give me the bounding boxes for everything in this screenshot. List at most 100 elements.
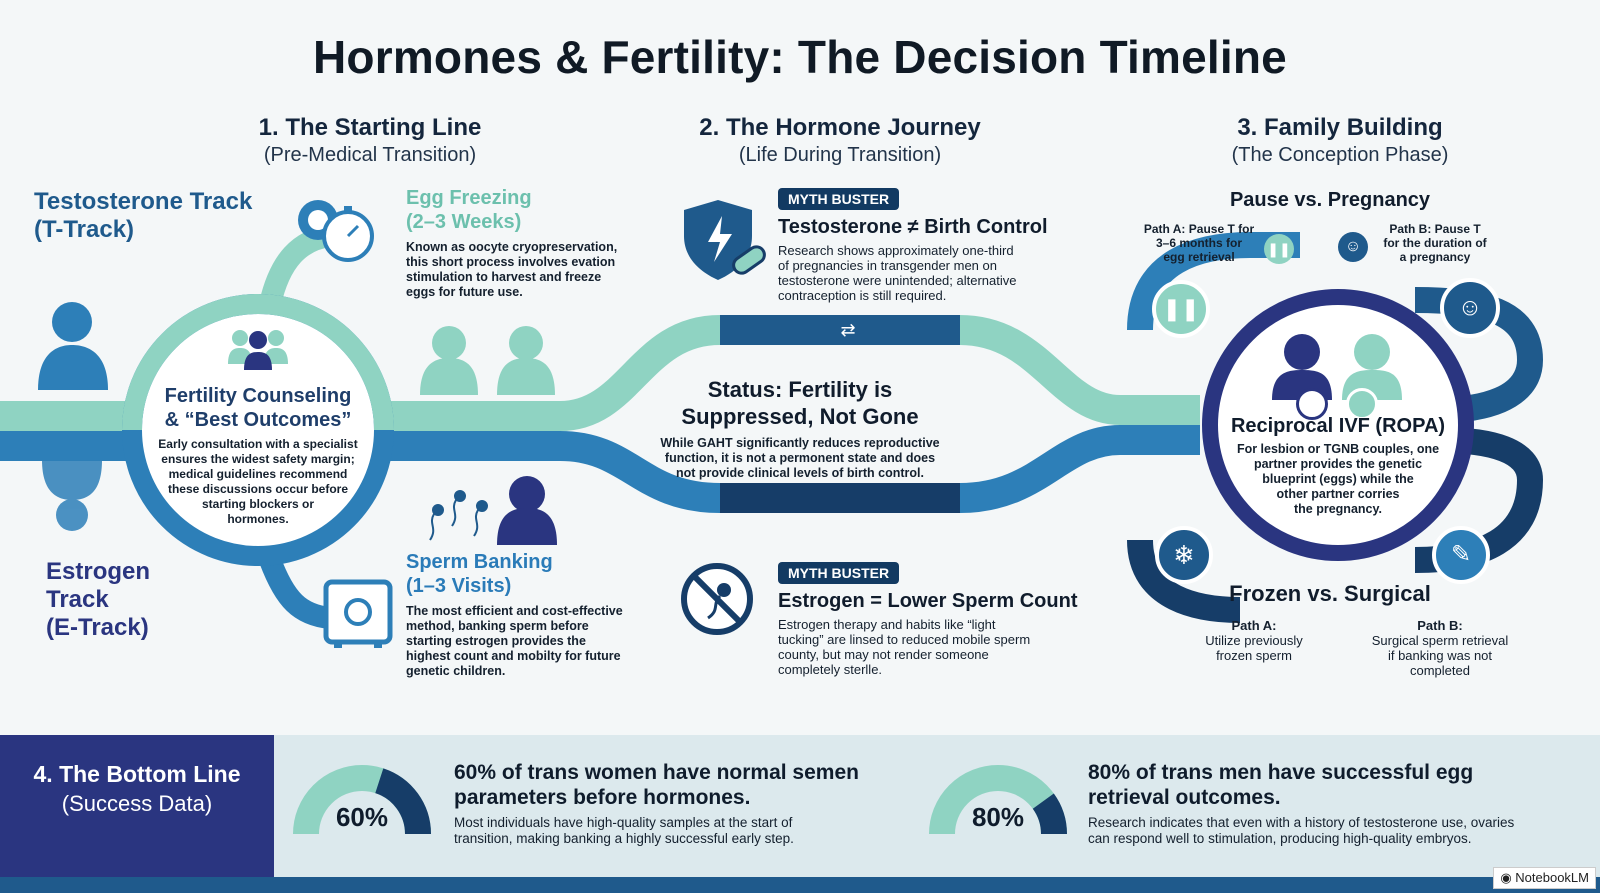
t-track-line2: (T-Track) <box>34 216 135 243</box>
stat-2-title: 80% of trans men have successful egg ret… <box>1088 760 1578 810</box>
counseling-text: Early consultation with a specialist ens… <box>146 437 370 527</box>
stat-1-line: transition, making banking a highly succ… <box>454 831 794 846</box>
myth-1-line: testosterone were unintended; alternativ… <box>778 273 1017 288</box>
gauge-2-label: 80% <box>971 802 1025 832</box>
section-3-subtitle: (The Conception Phase) <box>1231 144 1449 166</box>
frozen-path-a-line: Utilize previously <box>1205 633 1303 648</box>
status-line: not provide clinical levels of birth con… <box>676 466 924 480</box>
shield-pill-icon <box>680 196 770 286</box>
e-track-line2: Track <box>46 586 109 613</box>
frozen-path-b-line: Path B: <box>1417 618 1463 633</box>
baby-icon <box>1346 388 1378 420</box>
bottom-line-title: 4. The Bottom Line <box>33 761 241 787</box>
status-title-2: Suppressed, Not Gone <box>681 404 919 429</box>
sperm-banking-line: genetic children. <box>406 664 506 678</box>
pause-path-a-line: egg retrieval <box>1163 250 1235 264</box>
section-2-subtitle: (Life During Transition) <box>738 144 942 166</box>
sperm-banking-text: The most efficient and cost-effective me… <box>406 604 656 679</box>
section-2-header: 2. The Hormone Journey (Life During Tran… <box>680 114 1000 167</box>
pause-path-b-line: for the duration of <box>1383 236 1487 250</box>
section-2-title: 2. The Hormone Journey <box>699 114 981 141</box>
notebook-icon: ◉ <box>1500 870 1516 885</box>
watermark: ◉ NotebookLM <box>1493 867 1596 889</box>
sperm-banking-line: The most efficient and cost-effective <box>406 604 623 618</box>
pause-path-b-line: a pregnancy <box>1399 250 1471 264</box>
status-title-1: Status: Fertility is <box>707 377 893 402</box>
egg-freezing-line: this short process involves evation <box>406 255 616 269</box>
people-group-icon <box>226 326 290 370</box>
counseling-title-2: & “Best Outcomes” <box>164 409 352 431</box>
gauge-1-fill <box>374 768 432 835</box>
pause-path-a-line: Path A: Pause T for <box>1143 222 1255 236</box>
ropa-title: Reciprocal IVF (ROPA) <box>1230 415 1446 437</box>
stat-2-title-line: 80% of trans men have successful egg <box>1088 761 1474 784</box>
egg-freezing-title-1: Egg Freezing <box>406 187 532 209</box>
footer-strip <box>0 877 1600 893</box>
counseling-line: these discussions occur before <box>167 482 349 496</box>
counseling-line: medical guidelines recommend <box>168 467 348 481</box>
status-text: While GAHT significantly reduces reprodu… <box>640 436 960 481</box>
ropa-line: partner provides the genetic <box>1253 457 1423 471</box>
sperm-banking-line: highest count and mobilty for future <box>406 649 621 663</box>
myth-1-text: Research shows approximately one-third o… <box>778 243 1078 303</box>
myth-1-line: contraception is still required. <box>778 288 947 303</box>
gauge-2-svg <box>929 765 1067 835</box>
section-3-title: 3. Family Building <box>1237 114 1443 141</box>
counseling-line: ensures the widest safety margin; <box>161 452 355 466</box>
watermark-text: NotebookLM <box>1515 870 1589 885</box>
pregnancy-icon-small: ☺ <box>1338 232 1368 262</box>
frozen-path-b-line: Surgical sperm retrieval <box>1371 633 1509 648</box>
safe-icon <box>322 578 396 652</box>
pause-icon-small: ❚❚ <box>1264 234 1294 264</box>
gauge-1-svg <box>293 765 432 835</box>
ropa-block: Reciprocal IVF (ROPA) For lesbion or TGN… <box>1216 414 1460 517</box>
stat-1-text: Most individuals have high-quality sampl… <box>454 815 884 847</box>
pause-title: Pause vs. Pregnancy <box>1229 189 1431 211</box>
stat-1-line: Most individuals have high-quality sampl… <box>454 815 793 830</box>
status-line: While GAHT significantly reduces reprodu… <box>660 436 940 450</box>
sperm-banking-line: method, banking sperm before <box>406 619 589 633</box>
gauge-1: 60% <box>292 752 432 842</box>
frozen-path-b-line: if banking was not <box>1387 648 1493 663</box>
pause-icon: ❚❚ <box>1152 280 1210 338</box>
counseling-block: Fertility Counseling & “Best Outcomes” E… <box>146 384 370 527</box>
egg-icon <box>1296 388 1328 420</box>
no-sperm-icon <box>678 560 756 638</box>
pause-path-a-line: 3–6 months for <box>1155 236 1242 250</box>
e-track-label: Estrogen Track (E-Track) <box>46 558 150 642</box>
stat-2: 80% of trans men have successful egg ret… <box>1088 760 1578 847</box>
e-track-line3: (E-Track) <box>46 614 149 641</box>
stat-2-text: Research indicates that even with a hist… <box>1088 815 1578 847</box>
myth-badge-2: MYTH BUSTER <box>778 562 900 584</box>
frozen-path-a: Path A: Utilize previously frozen sperm <box>1184 618 1324 663</box>
myth-2-line: tucking” are linsed to reduced mobile sp… <box>778 632 1031 647</box>
egg-freezing-title-2: (2–3 Weeks) <box>406 211 522 233</box>
section-1-subtitle: (Pre-Medical Transition) <box>263 144 477 166</box>
myth-1-line: Research shows approximately one-third <box>778 243 1014 258</box>
myth-2-line: completely sterlle. <box>778 662 883 677</box>
frozen-path-a-line: Path A: <box>1231 618 1277 633</box>
myth-1-line: of pregnancies in transgender men on <box>778 258 997 273</box>
bottom-line-panel: 4. The Bottom Line (Success Data) <box>0 735 274 877</box>
counseling-title-1: Fertility Counseling <box>164 385 352 407</box>
ropa-line: blueprint (eggs) while the <box>1262 472 1414 486</box>
egg-freezing-text: Known as oocyte cryopreservation, this s… <box>406 240 646 300</box>
t-track-line1: Testosterone Track <box>34 188 253 215</box>
sperm-banking-title-1: Sperm Banking <box>406 551 553 573</box>
t-track-label: Testosterone Track (T-Track) <box>34 188 252 244</box>
gauge-2: 80% <box>928 752 1068 842</box>
sperm-banking-title-2: (1–3 Visits) <box>406 575 512 597</box>
frozen-path-a-line: frozen sperm <box>1216 648 1292 663</box>
myth-badge-1: MYTH BUSTER <box>778 188 900 210</box>
ropa-line: For lesbion or TGNB couples, one <box>1236 442 1440 456</box>
ropa-text: For lesbion or TGNB couples, one partner… <box>1216 442 1460 517</box>
myth-buster-1: MYTH BUSTER Testosterone ≠ Birth Control… <box>778 188 1078 303</box>
egg-freezing-line: eggs for future use. <box>406 285 523 299</box>
section-1-header: 1. The Starting Line (Pre-Medical Transi… <box>220 114 520 167</box>
bottom-line-subtitle: (Success Data) <box>61 791 213 816</box>
stat-1-title: 60% of trans women have normal semen par… <box>454 760 884 810</box>
shuffle-icon: ⇄ <box>840 320 856 340</box>
myth-2-line: Estrogen therapy and habits like “light <box>778 617 996 632</box>
myth-2-text: Estrogen therapy and habits like “light … <box>778 617 1098 677</box>
stat-2-line: Research indicates that even with a hist… <box>1088 815 1515 830</box>
